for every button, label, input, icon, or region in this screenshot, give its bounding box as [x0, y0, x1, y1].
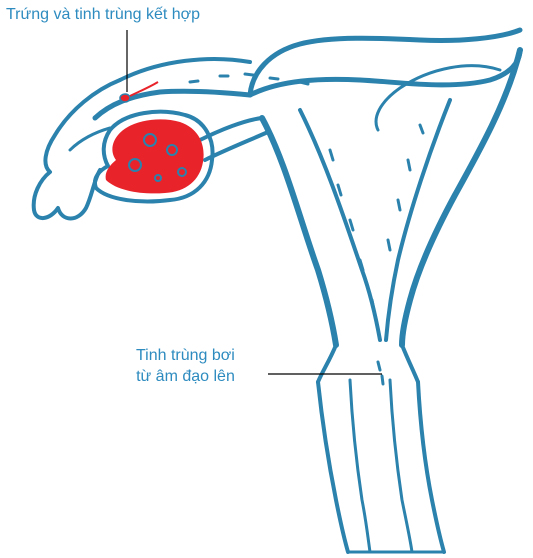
vagina-inner-left	[350, 380, 370, 552]
left-tube-outer	[120, 59, 250, 80]
ovarian-ligament-lower	[205, 132, 268, 160]
egg	[120, 94, 130, 102]
uterine-cavity-left	[300, 110, 380, 340]
uterus-fundus-top	[250, 50, 520, 95]
uterus-right-wall	[402, 50, 520, 345]
cervix-right	[402, 345, 418, 382]
cervix-left	[318, 345, 336, 382]
fertilization-label: Trứng và tinh trùng kết hợp	[6, 4, 200, 25]
uterus-left-wall	[262, 118, 336, 345]
sperm-label: Tinh trùng bơi từ âm đạo lên	[136, 345, 235, 387]
right-tube-inner	[376, 66, 500, 130]
fimbriae	[34, 80, 120, 219]
vagina-left-wall	[318, 382, 348, 552]
fertilization-label-text: Trứng và tinh trùng kết hợp	[6, 6, 200, 23]
sperm-label-line-2: từ âm đạo lên	[136, 366, 235, 387]
sperm-label-line-1: Tinh trùng bơi	[136, 345, 235, 366]
ovary-fill	[106, 119, 204, 193]
vagina-inner-right	[390, 380, 412, 552]
vagina-right-wall	[418, 382, 444, 552]
